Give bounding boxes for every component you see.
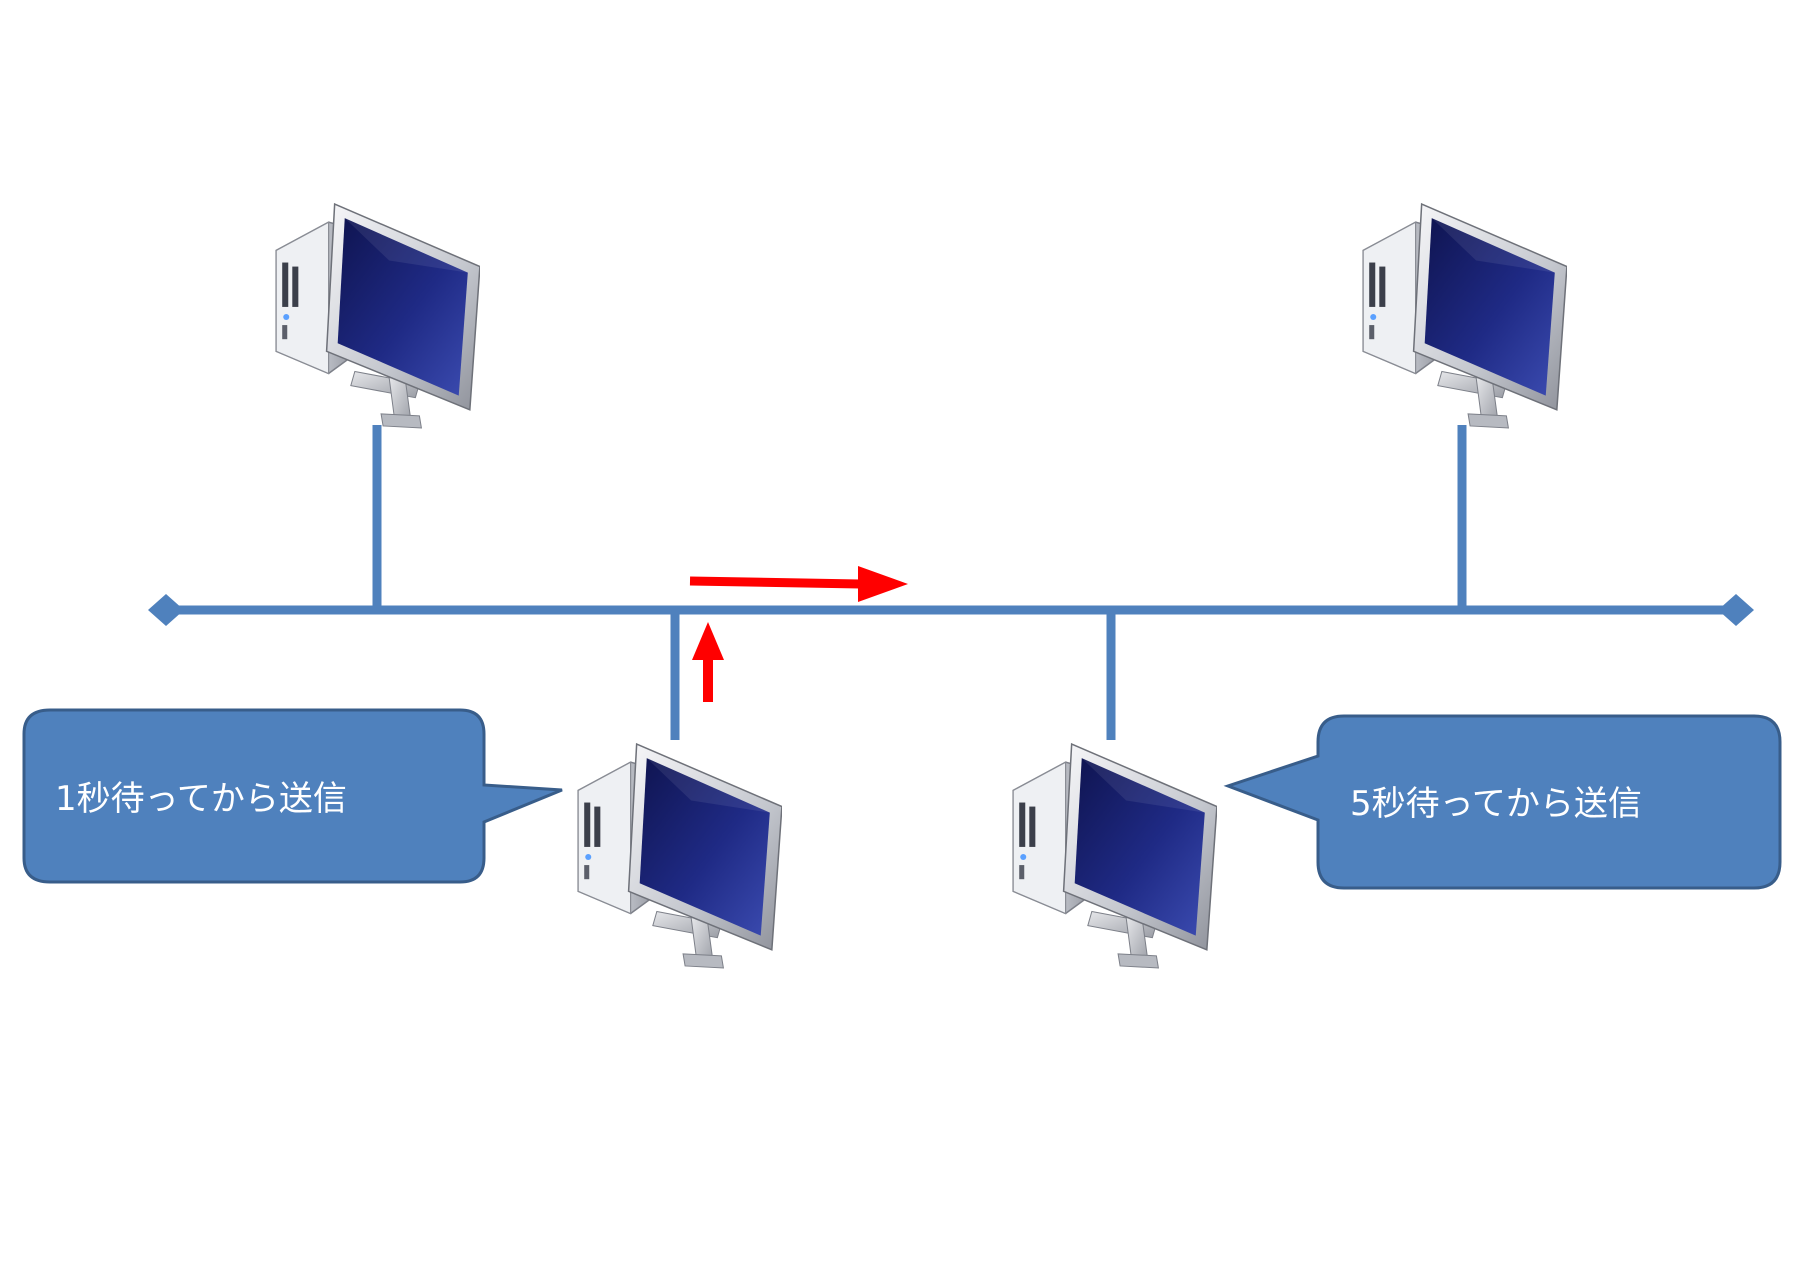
desktop-computer-icon: [577, 743, 782, 969]
callout-left-text: 1秒待ってから送信: [55, 779, 347, 819]
bus-end-left: [148, 594, 184, 626]
callout-left: 1秒待ってから送信: [22, 708, 563, 884]
arrow-right: [689, 566, 908, 602]
bus-end-right: [1718, 594, 1754, 626]
arrow-up: [692, 622, 724, 702]
desktop-computer-icon: [1012, 743, 1217, 969]
callout-right-text: 5秒待ってから送信: [1350, 784, 1642, 824]
callout-right: 5秒待ってから送信: [1223, 714, 1782, 890]
desktop-computer-icon: [275, 203, 480, 429]
desktop-computer-icon: [1362, 203, 1567, 429]
